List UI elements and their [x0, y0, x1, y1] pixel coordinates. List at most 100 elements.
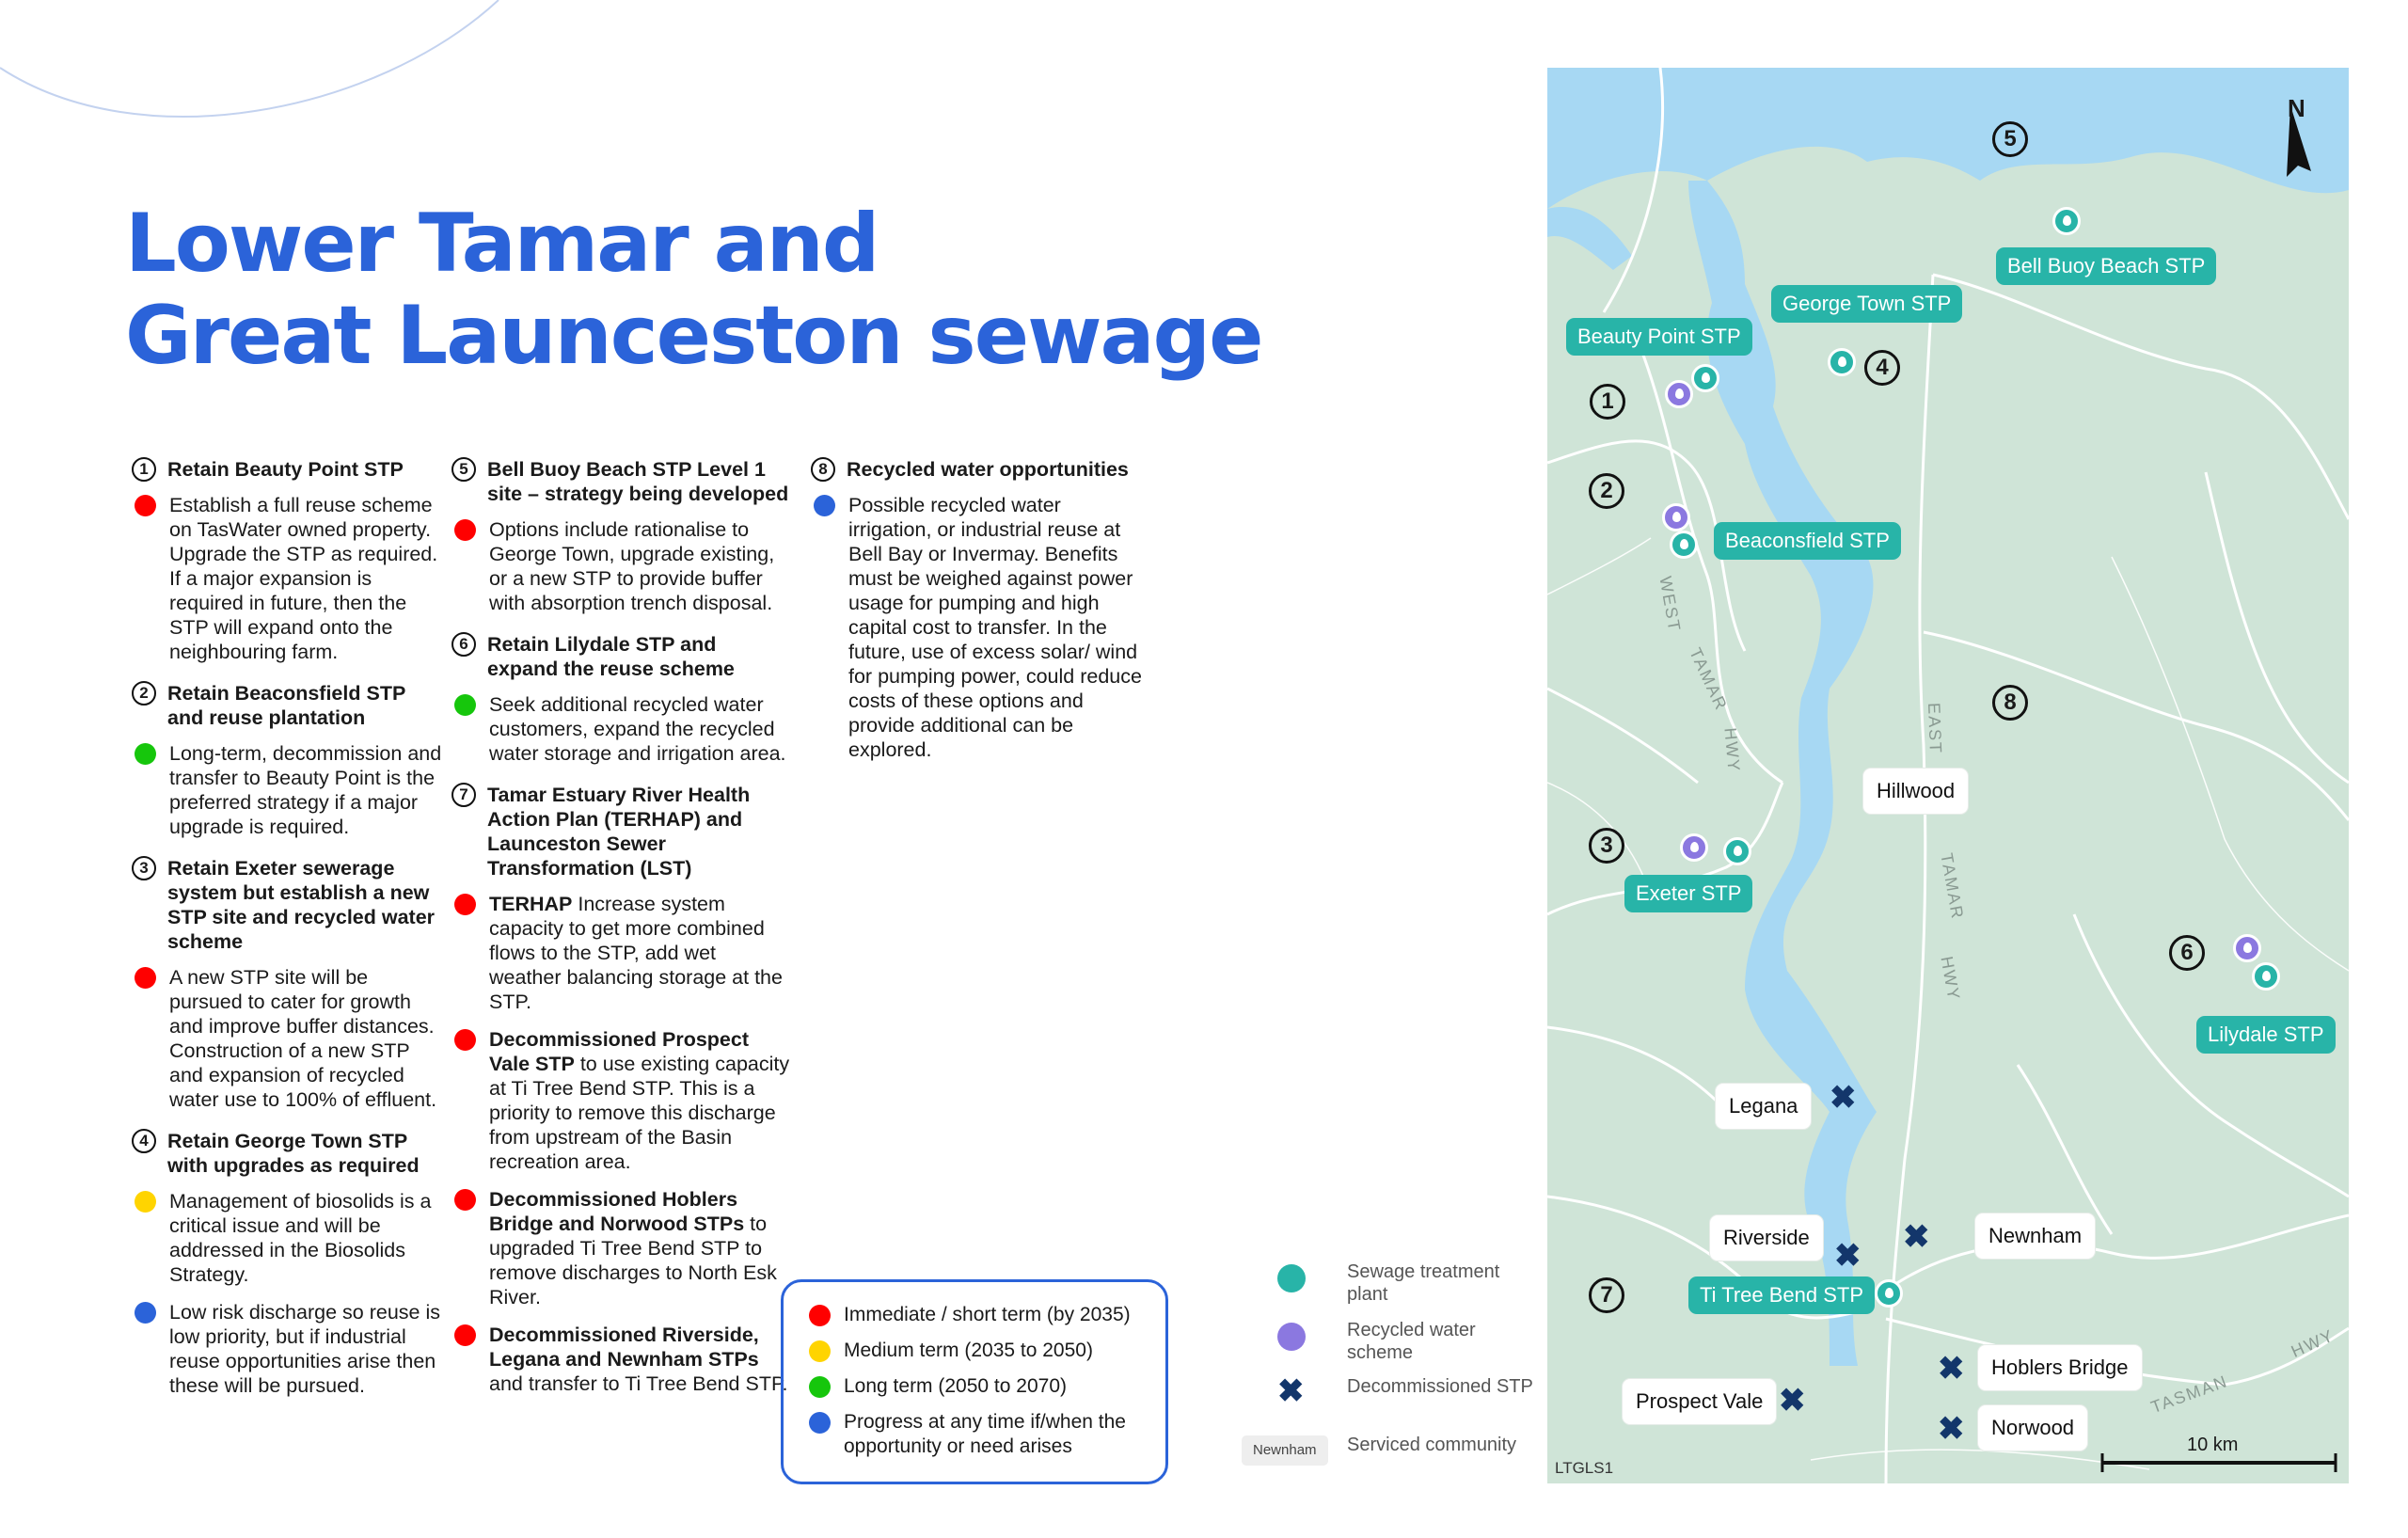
legend-text: Decommissioned STP: [1347, 1376, 1533, 1397]
recycled-pin-icon: [2233, 934, 2261, 962]
road-label: EAST: [1925, 702, 1945, 755]
decommissioned-x-icon: ✖: [1277, 1373, 1305, 1409]
stp-pin-icon: [1670, 531, 1698, 559]
community-sample-tag: Newnham: [1242, 1435, 1328, 1466]
community-norwood: Norwood: [1978, 1405, 2088, 1451]
map-marker-4: 4: [1864, 350, 1900, 386]
legend-text: Progress at any time if/when the opportu…: [844, 1411, 1126, 1457]
map-marker-7: 7: [1589, 1277, 1624, 1313]
stp-label-beauty-point: Beauty Point STP: [1566, 318, 1752, 356]
strategy-7: 7 Tamar Estuary River Health Action Plan …: [452, 783, 790, 1396]
legend-text: Sewage treatment plant: [1347, 1261, 1500, 1305]
recycled-pin-icon: [1662, 503, 1690, 531]
decommissioned-x-icon: ✖: [1779, 1383, 1806, 1419]
strategy-title: Retain Lilydale STP and expand the reuse…: [487, 633, 735, 680]
strategy-title: Retain George Town STP with upgrades as …: [167, 1130, 420, 1177]
community-hoblers-bridge: Hoblers Bridge: [1978, 1345, 2142, 1390]
decommissioned-x-icon: ✖: [1834, 1238, 1861, 1274]
strategy-title: Tamar Estuary River Health Action Plan (…: [487, 784, 751, 880]
strategy-text: Establish a full reuse scheme on TasWate…: [169, 494, 438, 663]
stp-pin-icon: [1691, 364, 1719, 392]
legend-text: Recycled water scheme: [1347, 1320, 1476, 1363]
priority-dot-red: [454, 519, 476, 541]
legend-dot-yellow: [809, 1340, 831, 1362]
map-panel: N 1 2 3 4 5 6 7 8 Beauty Point STP Georg…: [1547, 68, 2349, 1483]
decommissioned-x-icon: ✖: [1938, 1411, 1965, 1447]
priority-dot-red: [135, 967, 156, 989]
priority-dot-red: [135, 495, 156, 516]
priority-dot-blue: [814, 495, 835, 516]
stp-label-bell-buoy: Bell Buoy Beach STP: [1996, 247, 2217, 285]
strategy-title: Retain Beauty Point STP: [167, 458, 404, 481]
community-riverside: Riverside: [1710, 1215, 1823, 1261]
map-marker-8: 8: [1992, 685, 2028, 721]
map-base: [1547, 68, 2349, 1483]
legend-text: Medium term (2035 to 2050): [844, 1340, 1093, 1361]
number-badge: 8: [811, 457, 835, 482]
stp-pin-icon: [1723, 837, 1751, 865]
strategy-text: Possible recycled water irrigation, or i…: [848, 494, 1142, 761]
priority-dot-red: [454, 1189, 476, 1211]
scale-bar-label: 10 km: [2187, 1435, 2239, 1455]
map-marker-5: 5: [1992, 121, 2028, 157]
stp-label-george-town: George Town STP: [1771, 285, 1963, 323]
legend-text: Immediate / short term (by 2035): [844, 1304, 1131, 1325]
strategy-5: 5 Bell Buoy Beach STP Level 1 site – stra…: [452, 457, 790, 615]
priority-dot-green: [135, 743, 156, 765]
strategy-3: 3 Retain Exeter sewerage system but estab…: [132, 856, 442, 1112]
map-marker-6: 6: [2169, 935, 2205, 971]
number-badge: 3: [132, 856, 156, 880]
priority-dot-red: [454, 1029, 476, 1051]
stp-label-ti-tree-bend: Ti Tree Bend STP: [1688, 1276, 1876, 1314]
stp-label-beaconsfield: Beaconsfield STP: [1714, 522, 1901, 560]
recycled-pin-icon: [1665, 380, 1693, 408]
north-label: N: [2288, 94, 2305, 122]
priority-dot-blue: [135, 1302, 156, 1324]
stp-pin-icon: [2252, 962, 2280, 991]
legend-text: Long term (2050 to 2070): [844, 1375, 1067, 1397]
legend-dot-blue: [809, 1412, 831, 1434]
recycled-legend-icon: [1277, 1323, 1306, 1351]
community-prospect-vale: Prospect Vale: [1623, 1379, 1777, 1424]
community-newnham: Newnham: [1975, 1213, 2096, 1259]
strategy-column-2: 5 Bell Buoy Beach STP Level 1 site – stra…: [452, 457, 790, 1413]
stp-label-lilydale: Lilydale STP: [2196, 1016, 2336, 1054]
strategy-text: Low risk discharge so reuse is low prior…: [169, 1301, 440, 1397]
map-marker-2: 2: [1589, 473, 1624, 509]
number-badge: 7: [452, 783, 476, 807]
priority-dot-green: [454, 694, 476, 716]
decommissioned-x-icon: ✖: [1938, 1351, 1965, 1387]
strategy-text: TERHAP Increase system capacity to get m…: [489, 893, 783, 1013]
strategy-text: Options include rationalise to George To…: [489, 518, 775, 614]
decorative-arc: [0, 0, 499, 118]
timeframe-legend: Immediate / short term (by 2035) Medium …: [781, 1279, 1168, 1484]
legend-text: Serviced community: [1347, 1435, 1517, 1455]
stp-pin-icon: [1828, 348, 1856, 376]
stp-pin-icon: [1875, 1279, 1903, 1308]
community-hillwood: Hillwood: [1863, 769, 1969, 814]
strategy-title: Retain Exeter sewerage system but establ…: [167, 857, 436, 953]
legend-dot-red: [809, 1305, 831, 1326]
number-badge: 5: [452, 457, 476, 482]
strategy-title: Bell Buoy Beach STP Level 1 site – strat…: [487, 458, 789, 505]
recycled-pin-icon: [1680, 833, 1708, 862]
stp-pin-icon: [2052, 207, 2081, 235]
strategy-text: Decommissioned Hoblers Bridge and Norwoo…: [489, 1188, 777, 1308]
decommissioned-x-icon: ✖: [1903, 1219, 1930, 1255]
strategy-title: Retain Beaconsfield STP and reuse planta…: [167, 682, 405, 729]
community-legana: Legana: [1716, 1084, 1812, 1129]
strategy-text: Seek additional recycled water customers…: [489, 693, 786, 765]
strategy-text: Long-term, decommission and transfer to …: [169, 742, 442, 838]
stp-label-exeter: Exeter STP: [1624, 875, 1753, 912]
map-marker-1: 1: [1590, 384, 1625, 420]
number-badge: 6: [452, 632, 476, 657]
decommissioned-x-icon: ✖: [1830, 1080, 1857, 1116]
stp-legend-icon: [1277, 1264, 1306, 1292]
